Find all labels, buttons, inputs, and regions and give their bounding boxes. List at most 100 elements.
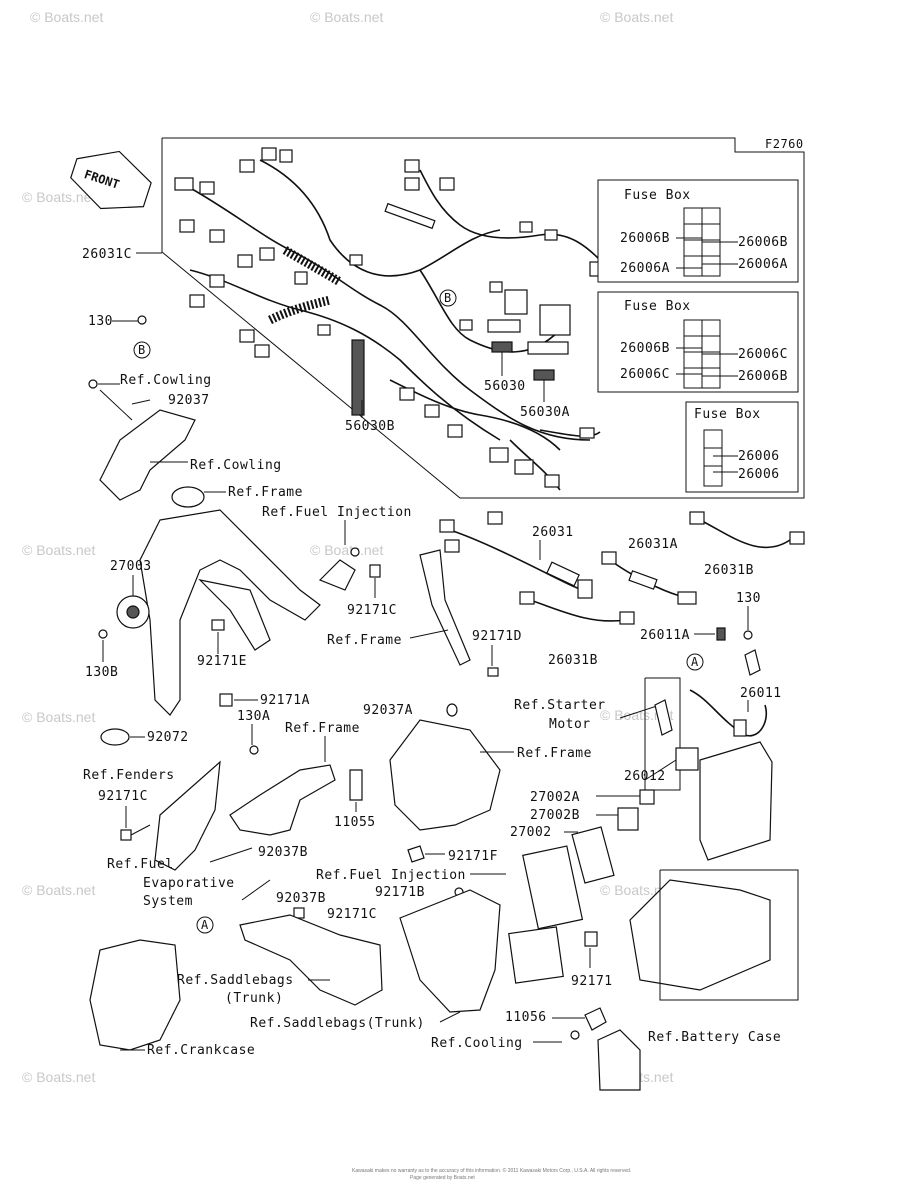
watermark: © Boats.net [22,542,95,558]
sub-harnesses: 26031 26031A 26031B 26031B [439,511,805,668]
part-label: Ref.Cowling [190,458,282,473]
fuse-label: 26006B [738,369,788,384]
fuse-label: 26006C [738,347,788,362]
front-arrow: FRONT [70,150,152,210]
fuse-box-3: Fuse Box 26006 26006 [685,401,799,493]
watermark: © Boats.net [600,9,673,25]
part-label: 92037A [363,703,413,718]
part-label: 26031B [704,563,754,578]
callout-circle [133,341,151,359]
part-label: 130B [85,665,118,680]
part-label: 26031B [548,653,598,668]
part-label: 92171A [260,693,310,708]
watermark: © Boats.net [600,882,673,898]
watermark: © Boats.net [22,189,95,205]
part-label: 27002B [530,808,580,823]
fuse-label: 26006B [620,231,670,246]
callout-circle [686,653,704,671]
fuse-box-title: Fuse Box [624,299,691,314]
part-label: 92171C [327,907,377,922]
part-label: Ref.Frame [285,721,360,736]
part-label: 92037B [258,845,308,860]
part-label: 92171E [197,654,247,669]
callout-circle [439,289,457,307]
watermark: © Boats.net [22,1069,95,1085]
part-label: 130 [736,591,761,606]
fuse-label: 26006B [738,235,788,250]
watermark: © Boats.net [310,9,383,25]
watermark: © Boats.net [30,9,103,25]
part-label: Ref.Cowling [120,373,212,388]
part-label: 26012 [624,769,666,784]
part-label: 26031C [82,247,132,262]
part-label: 27002 [510,825,552,840]
part-label: 92171D [472,629,522,644]
part-label: 56030B [345,419,395,434]
watermarks: © Boats.net © Boats.net © Boats.net © Bo… [22,9,673,1085]
fuse-label: 26006A [738,257,788,272]
main-harness [174,147,605,491]
part-label: 56030A [520,405,570,420]
figure-code: F2760 [765,137,804,151]
part-label: 92171F [448,849,498,864]
harness-frame [161,137,805,499]
part-label: Evaporative [143,876,235,891]
fuse-box-title: Fuse Box [694,407,761,422]
fuse-box-1: Fuse Box 26006B 26006A 26006B 26006A [597,179,799,283]
fuse-label: 26006B [620,341,670,356]
callout-letter: A [201,918,209,932]
callout-letter: B [138,343,146,357]
watermark: © Boats.net [600,707,673,723]
part-label: Motor [549,717,591,732]
part-label: 92171C [347,603,397,618]
part-label: 26031 [532,525,574,540]
bracket [644,677,681,791]
part-label: Ref.Fuel Injection [316,868,466,883]
fuse-label: 26006A [620,261,670,276]
part-label: Ref.Fenders [83,768,175,783]
part-label: 27003 [110,559,152,574]
part-label: 92171C [98,789,148,804]
copyright-footer: Kawasaki makes no warranty as to the acc… [352,1167,631,1174]
watermark: © Boats.net [310,542,383,558]
fuse-label: 26006C [620,367,670,382]
part-label: Ref.Saddlebags [177,973,294,988]
watermark: © Boats.net [22,882,95,898]
part-label: Ref.Crankcase [147,1043,255,1058]
part-label: 27002A [530,790,580,805]
part-label: 92072 [147,730,189,745]
fuse-box-2: Fuse Box 26006B 26006C 26006C 26006B [597,291,799,393]
part-label: Ref.Fuel Injection [262,505,412,520]
callout-circle [196,916,214,934]
part-label: 26011 [740,686,782,701]
part-label: 11055 [334,815,376,830]
copyright-footer: Page generated by Boats.net [410,1175,475,1181]
part-label: Ref.Saddlebags(Trunk) [250,1016,425,1031]
part-label: Ref.Frame [517,746,592,761]
part-label: Ref.Battery Case [648,1030,781,1045]
fuse-box-title: Fuse Box [624,188,691,203]
callout-letter: A [691,655,699,669]
part-label: 92037 [168,393,210,408]
part-label: 130A [237,709,270,724]
part-label: 130 [88,314,113,329]
fuse-label: 26006 [738,467,780,482]
part-label: 11056 [505,1010,547,1025]
part-label: 92171 [571,974,613,989]
part-label: Ref.Cooling [431,1036,523,1051]
part-label: Ref.Frame [228,485,303,500]
fuse-label: 26006 [738,449,780,464]
part-label: System [143,894,193,909]
part-label: Ref.Frame [327,633,402,648]
part-label: 26011A [640,628,690,643]
part-label: 92171B [375,885,425,900]
watermark: © Boats.net [22,709,95,725]
part-label: (Trunk) [225,991,283,1006]
part-label: 26031A [628,537,678,552]
part-label: 56030 [484,379,526,394]
battery-bracket [659,869,799,1001]
part-label: Ref.Fuel [107,857,174,872]
part-label: Ref.Starter [514,698,606,713]
frame-assembly: Ref.Cowling 92037 Ref.Cowling Ref.Frame … [85,373,321,716]
